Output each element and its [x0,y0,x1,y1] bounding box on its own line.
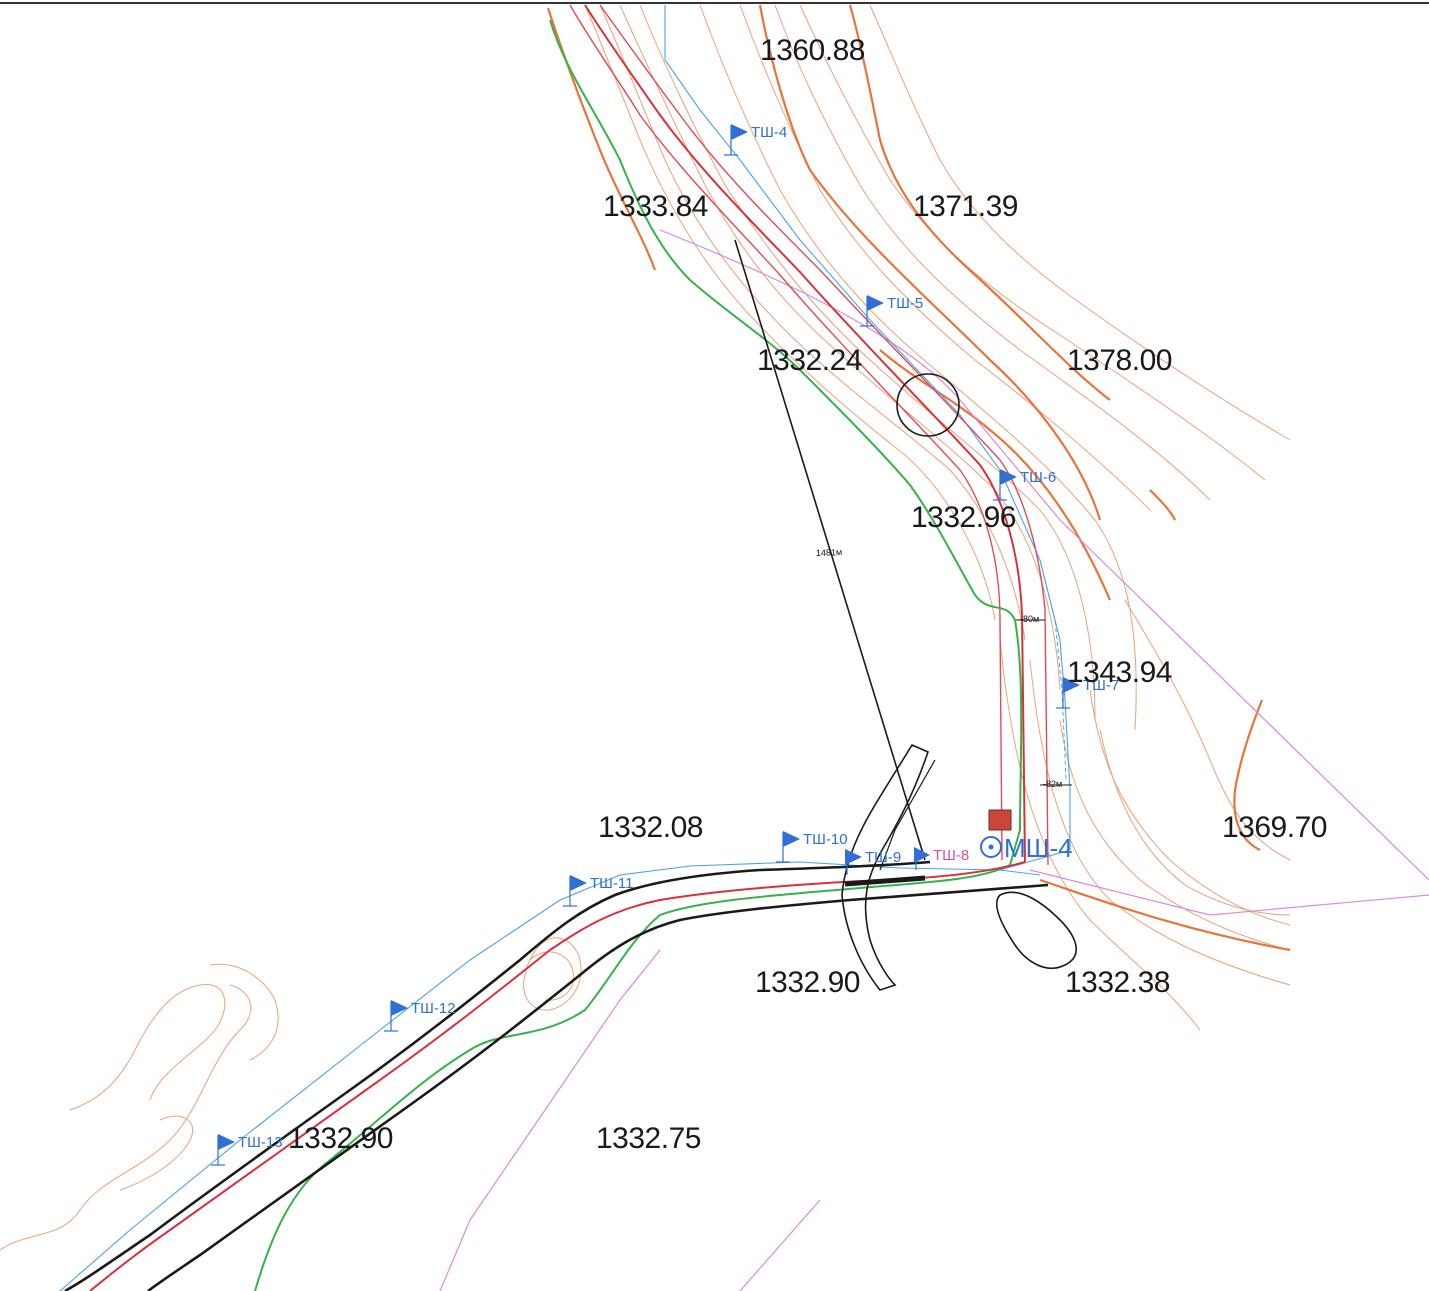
boundary-lines [439,229,1429,1291]
elevation-label: 1332.90 [288,1122,393,1155]
elevation-labels: 1360.88 1333.84 1371.39 1378.00 1332.24 … [288,34,1327,1155]
point-tsh-4[interactable]: ТШ-4 [724,124,787,156]
blue-flag-icon [391,1000,408,1016]
distance-leader-line [734,239,926,861]
road-edge-left [569,4,1003,861]
survey-points: ТШ-4 ТШ-5 ТШ-6 ТШ-7 ТШ-8 ТШ-9 [211,124,1119,1166]
elevation-label: 1332.08 [598,811,703,844]
blue-flag-icon [783,831,800,847]
blue-flag-icon [218,1134,235,1150]
elevation-label: 1333.84 [603,190,708,223]
point-label: ТШ-11 [590,875,633,892]
contour-lines [0,4,1291,1251]
point-tsh-7[interactable]: ТШ-7 [1056,677,1119,709]
elevation-label: 1369.70 [1222,811,1327,844]
distance-label: 1481м [816,547,843,558]
elevation-label: 1343.94 [1067,656,1172,689]
point-tsh-8[interactable]: ТШ-8 [914,847,969,870]
point-tsh-5[interactable]: ТШ-5 [860,295,923,327]
point-tsh-6[interactable]: ТШ-6 [993,469,1056,501]
point-tsh-12[interactable]: ТШ-12 [384,1000,456,1032]
blue-flag-icon [1063,677,1080,693]
blue-flag-icon [845,849,862,865]
elevation-label: 1360.88 [760,34,865,67]
blue-flag-icon [867,295,884,311]
circle-center-dot [988,844,994,850]
point-tsh-13[interactable]: ТШ-13 [211,1134,283,1166]
elevation-label: 1332.75 [596,1122,701,1155]
red-square-icon [988,809,1012,831]
elevation-label: 1371.39 [913,190,1018,223]
blue-dashed-line [1039,559,1067,781]
elevation-label: 1332.96 [911,501,1016,534]
elevation-label: 1378.00 [1067,344,1172,377]
point-label: ТШ-13 [238,1134,283,1151]
point-tsh-11[interactable]: ТШ-11 [563,875,633,907]
point-tsh-10[interactable]: ТШ-10 [776,831,848,863]
point-label: ТШ-4 [751,124,787,141]
point-label: ТШ-10 [803,831,848,848]
point-label: ТШ-6 [1020,469,1056,486]
blue-flag-icon [731,124,748,140]
elongated-shape [841,743,929,991]
elevation-label: 1332.38 [1065,966,1170,999]
dimension-marks [1016,619,1072,786]
index-contours [546,4,1291,952]
main-point-msh-4[interactable]: МШ-4 [980,809,1073,863]
point-label: ТШ-7 [1083,677,1119,694]
elevation-label: 1332.90 [755,966,860,999]
elevation-label: 1332.24 [757,344,862,377]
blue-flag-icon [570,875,587,891]
circle-marker [896,373,960,437]
road-axis-red [584,4,1026,863]
pond-shape [995,891,1077,970]
point-label: ТШ-5 [887,295,923,312]
point-label: ТШ-12 [411,1000,456,1017]
circle-dot-icon [980,836,1002,858]
dimension-label-a: -80м [1020,614,1039,624]
road-black-edges [64,860,1049,1291]
dimension-label-b: -82м [1043,779,1062,789]
blue-flag-icon [1000,469,1017,485]
point-label: ТШ-9 [865,849,901,866]
blue-survey-line [59,5,1071,1291]
point-tsh-9[interactable]: ТШ-9 [845,849,901,875]
green-line [254,19,1023,1291]
blue-flag-icon [914,847,930,863]
point-label: ТШ-8 [933,847,969,864]
main-point-label: МШ-4 [1004,833,1073,863]
crossing-line [879,759,936,871]
road-edge-right [599,4,1049,866]
